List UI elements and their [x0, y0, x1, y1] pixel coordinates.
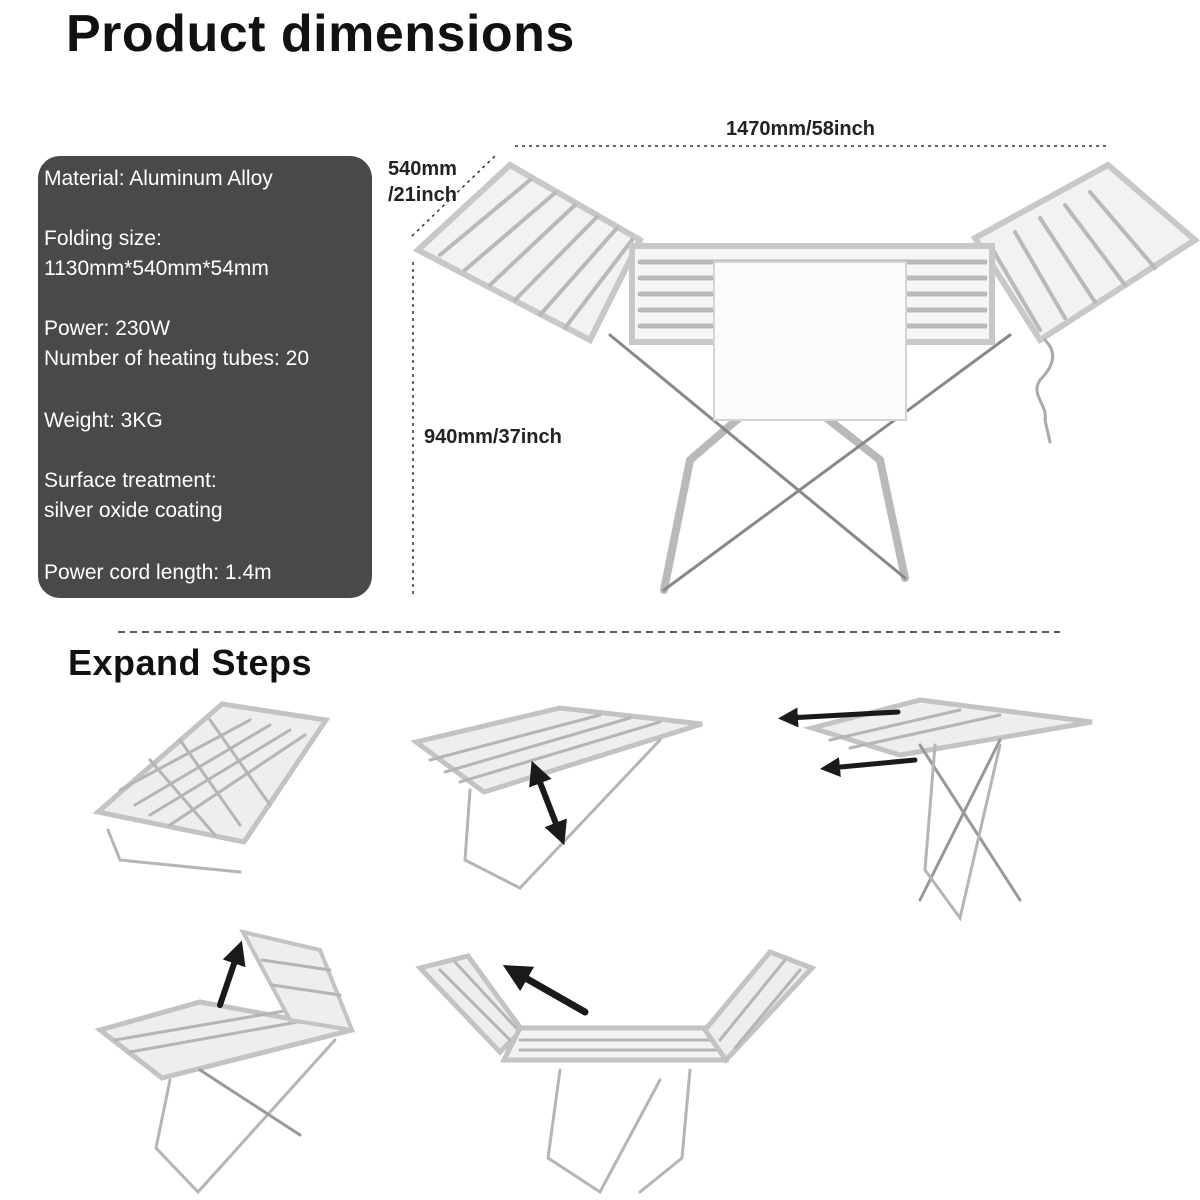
step-4-arrow [217, 940, 246, 1008]
step-3-arrow-top [778, 707, 901, 728]
spec-panel: Material: Aluminum Alloy Folding size: 1… [38, 156, 372, 598]
depth-dimension-label-1: 540mm [388, 158, 457, 180]
page-title: Product dimensions [66, 5, 575, 63]
spec-surface-value: silver oxide coating [44, 499, 223, 522]
height-dimension-label: 940mm/37inch [424, 426, 562, 448]
step-3-open-stand [778, 697, 1093, 922]
step-4-raise-wing [94, 929, 356, 1195]
step-2-unfold-legs [410, 705, 703, 890]
spec-tubes: Number of heating tubes: 20 [44, 347, 310, 370]
spec-material: Material: Aluminum Alloy [44, 167, 273, 190]
spec-cord: Power cord length: 1.4m [44, 561, 272, 584]
expand-steps-title: Expand Steps [68, 642, 313, 683]
right-wing [970, 161, 1200, 345]
left-wing [412, 161, 644, 345]
depth-dimension-label-2: /21inch [388, 184, 457, 206]
step-5-arrow [502, 965, 589, 1016]
spec-surface-label: Surface treatment: [44, 469, 217, 492]
spec-weight: Weight: 3KG [44, 409, 163, 432]
spec-folding-label: Folding size: [44, 227, 162, 250]
power-cord [1035, 338, 1055, 444]
width-dimension-label: 1470mm/58inch [726, 118, 875, 140]
towel [713, 261, 907, 421]
spec-power: Power: 230W [44, 317, 171, 340]
step-3-arrow-bottom [820, 757, 918, 778]
depth-dimension-line [411, 155, 496, 237]
step-2-arrow [529, 760, 567, 846]
spec-folding-value: 1130mm*540mm*54mm [44, 257, 269, 280]
step-1-folded [92, 701, 331, 874]
step-5-fully-open [415, 949, 817, 1195]
